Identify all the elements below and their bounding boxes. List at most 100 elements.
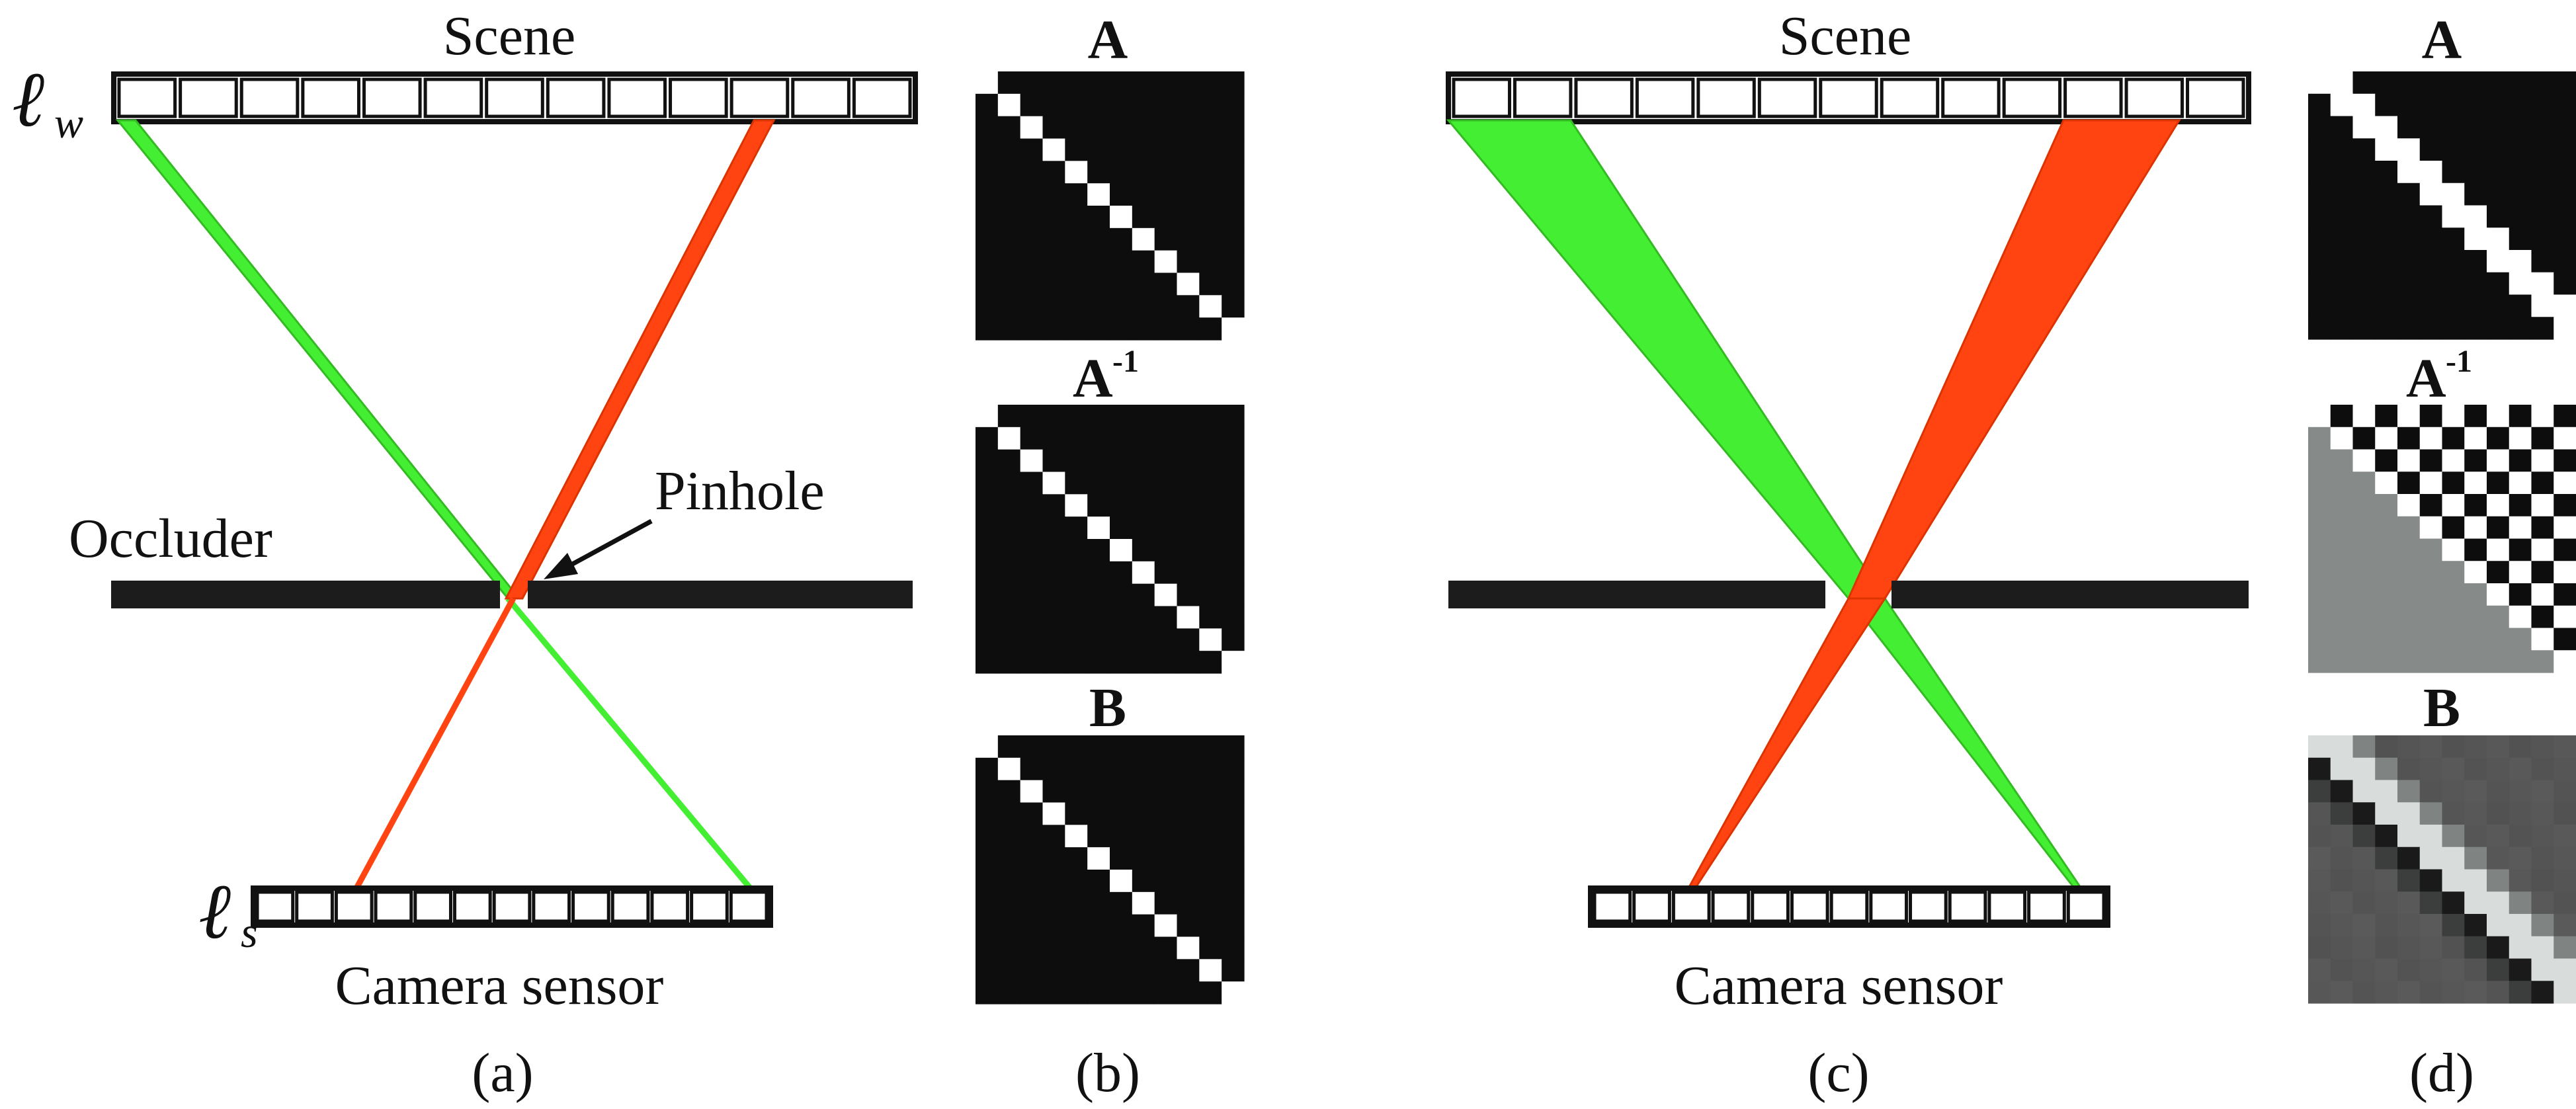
matrix-B-b-cell: [1132, 735, 1155, 759]
matrix-A-b-cell: [1020, 206, 1044, 229]
matrix-B-b-cell: [1177, 847, 1200, 870]
sensor-pixel-c-cell: [1790, 890, 1829, 923]
matrix-A-d-cell: [2554, 161, 2576, 184]
matrix-A-b-cell: [1065, 183, 1088, 206]
matrix-A-b-cell: [1087, 295, 1110, 318]
matrix-B-b-cell: [997, 847, 1021, 870]
matrix-A-b-cell: [1132, 317, 1155, 341]
matrix-Ainv-b-cell: [997, 583, 1021, 607]
matrix-A-b-cell: [1154, 116, 1178, 140]
panel-label-b: (b): [1075, 1042, 1140, 1104]
matrix-A-d-cell: [2554, 250, 2576, 273]
matrix-A-d-cell: [2352, 183, 2376, 206]
matrix-B-b-cell: [1154, 914, 1178, 938]
matrix-A-d-cell: [2487, 250, 2510, 273]
matrix-B-d-cell: [2442, 936, 2465, 960]
matrix-B-d-cell: [2487, 825, 2510, 848]
matrix-A-b-cell: [976, 93, 999, 117]
matrix-B-b-cell: [1154, 891, 1178, 915]
matrix-B-b-cell: [997, 891, 1021, 915]
matrix-Ainv-d-cell: [2554, 650, 2576, 673]
matrix-Ainv-b-cell: [1177, 583, 1200, 607]
matrix-Ainv-d-cell: [2375, 538, 2398, 561]
matrix-A-b-cell: [1154, 227, 1178, 251]
matrix-B-d-cell: [2330, 846, 2354, 870]
matrix-A-b-cell: [1177, 272, 1200, 296]
matrix-A-b-cell: [1087, 71, 1110, 95]
matrix-Ainv-b-cell: [1020, 606, 1044, 629]
matrix-Ainv-d-cell: [2509, 472, 2532, 495]
matrix-A-b-cell: [1110, 161, 1133, 184]
matrix-A-d-cell: [2487, 138, 2510, 161]
matrix-B-d-cell: [2554, 958, 2576, 981]
matrix-A-d-cell: [2308, 138, 2331, 161]
matrix-B-d-cell: [2487, 936, 2510, 960]
matrix-A-b-cell: [1132, 272, 1155, 296]
matrix-A-d-cell: [2375, 116, 2398, 139]
matrix-A-d-cell: [2330, 183, 2354, 206]
matrix-A-b-cell: [1020, 250, 1044, 274]
matrix-A-b-cell: [1222, 71, 1245, 95]
occluder-left-a: [111, 581, 500, 608]
matrix-A-b-cell: [1087, 250, 1110, 274]
matrix-Ainv-b-cell: [1110, 516, 1133, 540]
matrix-Ainv-d-cell: [2375, 472, 2398, 495]
matrix-title-Ainv-base-d: A: [2406, 348, 2446, 409]
matrix-A-b-cell: [1110, 71, 1133, 95]
matrix-B-d-cell: [2509, 735, 2532, 759]
matrix-title-Ainv-d: A -1: [2406, 344, 2472, 409]
matrix-Ainv-b-cell: [1222, 539, 1245, 562]
matrix-Ainv-b-cell: [1042, 606, 1065, 629]
matrix-B-d-cell: [2352, 869, 2376, 892]
matrix-A-d-cell: [2509, 250, 2532, 273]
matrix-Ainv-d-cell: [2352, 449, 2376, 472]
matrix-B-d-cell: [2397, 846, 2421, 870]
matrix-B-d-cell: [2397, 891, 2421, 915]
matrix-Ainv-d-cell: [2308, 538, 2331, 561]
matrix-Ainv-d-cell: [2419, 494, 2443, 517]
matrix-A-d-cell: [2464, 272, 2487, 296]
matrix-A-d-cell: [2308, 71, 2331, 95]
matrix-A-d-cell: [2464, 93, 2487, 117]
matrix-Ainv-b-cell: [1110, 427, 1133, 450]
matrix-Ainv-d-cell: [2308, 472, 2331, 495]
matrix-Ainv-b-cell: [997, 449, 1021, 473]
matrix-Ainv-d-cell: [2531, 427, 2554, 450]
matrix-A-d-cell: [2442, 317, 2465, 340]
matrix-Ainv-d-cell: [2464, 449, 2487, 472]
matrix-B-d-cell: [2352, 936, 2376, 960]
matrix-B-b-cell: [1177, 891, 1200, 915]
matrix-Ainv-b-cell: [1042, 449, 1065, 473]
sensor-pixel-a-cell: [452, 890, 492, 923]
matrix-Ainv-d-cell: [2375, 405, 2398, 428]
scene-pixel-c-cell: [1513, 77, 1573, 118]
matrix-A-d-cell: [2487, 205, 2510, 228]
scene-pixel-c-cell: [2063, 77, 2123, 118]
matrix-B-b-cell: [1154, 936, 1178, 960]
matrix-Ainv-b-cell: [997, 516, 1021, 540]
scene-pixel-a-cell: [301, 77, 360, 118]
matrix-Ainv-b: [976, 405, 1245, 674]
matrix-Ainv-d-cell: [2397, 427, 2421, 450]
matrix-Ainv-d-cell: [2419, 583, 2443, 606]
matrix-Ainv-b-cell: [997, 651, 1021, 674]
matrix-B-b-cell: [976, 936, 999, 960]
scene-pixel-c-cell: [2186, 77, 2245, 118]
matrix-Ainv-b-cell: [1199, 516, 1222, 540]
matrix-A-d-cell: [2464, 116, 2487, 139]
matrix-A-d-cell: [2464, 250, 2487, 273]
matrix-Ainv-d-cell: [2442, 650, 2465, 673]
matrix-Ainv-b-cell: [1154, 539, 1178, 562]
matrix-A-d-cell: [2509, 227, 2532, 251]
matrix-B-b-cell: [1042, 735, 1065, 759]
matrix-B-b-cell: [1154, 757, 1178, 781]
matrix-Ainv-d-cell: [2487, 405, 2510, 428]
matrix-B-b-cell: [1132, 757, 1155, 781]
matrix-A-d-cell: [2531, 317, 2554, 340]
matrix-B-d-cell: [2375, 936, 2398, 960]
matrix-B-b-cell: [1065, 780, 1088, 803]
matrix-A-d-cell: [2397, 250, 2421, 273]
matrix-Ainv-b-cell: [1177, 628, 1200, 651]
matrix-A-b-cell: [1132, 161, 1155, 184]
matrix-B-d-cell: [2419, 846, 2443, 870]
